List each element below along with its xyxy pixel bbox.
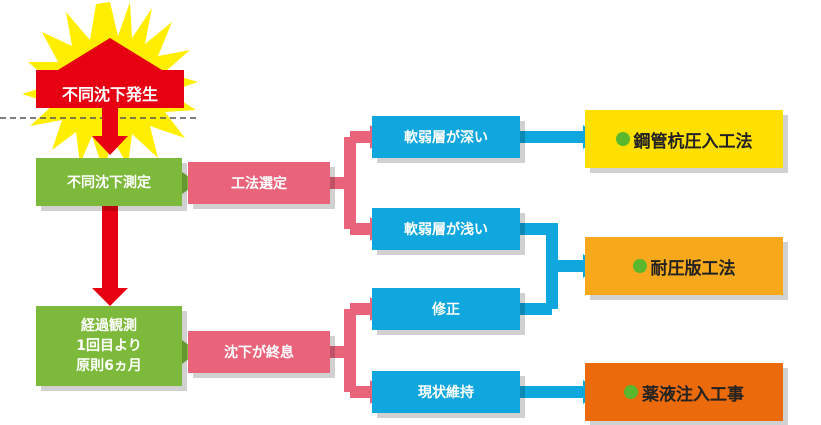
arrow-stem-top bbox=[102, 108, 118, 138]
pink-connector-bottom bbox=[330, 303, 372, 398]
result-plate-box: 耐圧版工法 bbox=[585, 237, 783, 295]
condition-maintain-box: 現状維持 bbox=[372, 371, 520, 413]
observation-line-2: 1回目より bbox=[76, 338, 142, 354]
condition-deep-box: 軟弱層が深い bbox=[372, 116, 520, 158]
result-pile-label: 鋼管杭圧入工法 bbox=[633, 131, 753, 152]
pink-connector-top bbox=[330, 131, 372, 235]
result-pile-box: 鋼管杭圧入工法 bbox=[585, 110, 783, 168]
arrow-head-bottom bbox=[92, 288, 128, 306]
condition-shallow-box: 軟弱層が浅い bbox=[372, 208, 520, 250]
method-select-box: 工法選定 bbox=[188, 162, 330, 204]
bullet-icon bbox=[624, 385, 638, 399]
title-label: 不同沈下発生 bbox=[61, 85, 158, 104]
bullet-icon bbox=[632, 259, 647, 273]
observation-line-3: 原則6ヵ月 bbox=[76, 358, 142, 374]
settlement-end-box: 沈下が終息 bbox=[188, 331, 330, 373]
arrow-stem-bottom bbox=[102, 204, 118, 290]
result-plate-label: 耐圧版工法 bbox=[650, 258, 736, 279]
arrow-head-top bbox=[92, 136, 128, 155]
result-chemical-label: 薬液注入工事 bbox=[642, 384, 744, 405]
condition-correct-box: 修正 bbox=[372, 288, 520, 330]
blue-connector-merge bbox=[520, 223, 585, 315]
measure-box: 不同沈下測定 bbox=[36, 158, 182, 206]
title-box-shape bbox=[36, 38, 184, 108]
observation-line-1: 経過観測 bbox=[81, 318, 137, 334]
result-chemical-box: 薬液注入工事 bbox=[585, 363, 783, 421]
bullet-icon bbox=[615, 132, 630, 146]
observation-box: 経過観測 1回目より 原則6ヵ月 bbox=[36, 306, 182, 386]
